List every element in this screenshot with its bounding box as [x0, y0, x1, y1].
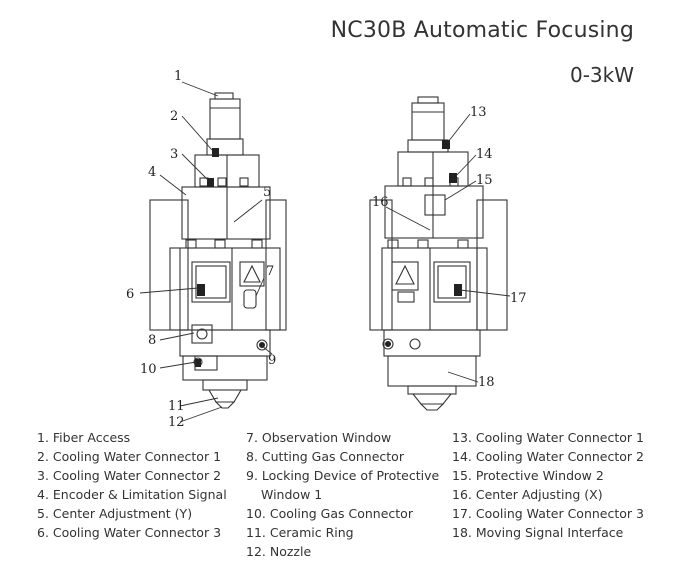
legend-item: 15. Protective Window 2 [452, 468, 604, 483]
focusing-head-drawings: 1 2 3 4 5 6 7 8 9 10 11 12 13 14 15 16 1… [126, 69, 527, 430]
callout-1: 1 [174, 69, 182, 84]
callout-8: 8 [148, 333, 156, 348]
power-range-subtitle: 0-3kW [569, 63, 634, 87]
callout-16: 16 [372, 195, 389, 210]
callout-13: 13 [470, 105, 487, 120]
legend-item: 1. Fiber Access [37, 430, 131, 445]
legend-item: 18. Moving Signal Interface [452, 525, 624, 540]
callout-17: 17 [510, 291, 527, 306]
legend-item: 7. Observation Window [246, 430, 392, 445]
legend-item: 10. Cooling Gas Connector [246, 506, 413, 521]
legend-column-1: 1. Fiber Access 2. Cooling Water Connect… [37, 428, 227, 542]
callout-12: 12 [168, 415, 185, 430]
legend-column-2: 7. Observation Window 8. Cutting Gas Con… [246, 428, 439, 561]
legend-item: 11. Ceramic Ring [246, 525, 354, 540]
legend-item: 8. Cutting Gas Connector [246, 449, 404, 464]
legend-item-continuation: Window 1 [261, 487, 323, 502]
callout-6: 6 [126, 287, 134, 302]
callout-18: 18 [478, 375, 495, 390]
legend-item: 16. Center Adjusting (X) [452, 487, 603, 502]
legend-item: 13. Cooling Water Connector 1 [452, 430, 644, 445]
legend-item: 12. Nozzle [246, 544, 312, 559]
callout-11: 11 [168, 399, 185, 414]
left-view-drawing [149, 92, 287, 409]
legend-item: 9. Locking Device of Protective [246, 468, 440, 483]
legend-column-3: 13. Cooling Water Connector 1 14. Coolin… [452, 428, 644, 542]
legend-item: 17. Cooling Water Connector 3 [452, 506, 644, 521]
callout-2: 2 [170, 109, 178, 124]
callout-3: 3 [170, 147, 178, 162]
callout-5: 5 [263, 185, 271, 200]
legend-item: 3. Cooling Water Connector 2 [37, 468, 222, 483]
callout-14: 14 [476, 147, 493, 162]
callout-7: 7 [266, 264, 274, 279]
right-view-drawing [369, 96, 508, 411]
diagram-title: NC30B Automatic Focusing [330, 18, 634, 43]
legend-item: 4. Encoder & Limitation Signal [37, 487, 227, 502]
callout-9: 9 [268, 353, 276, 368]
callout-4: 4 [148, 165, 156, 180]
callout-15: 15 [476, 173, 493, 188]
legend-item: 2. Cooling Water Connector 1 [37, 449, 222, 464]
legend-item: 14. Cooling Water Connector 2 [452, 449, 644, 464]
callout-10: 10 [140, 362, 157, 377]
legend-item: 5. Center Adjustment (Y) [37, 506, 193, 521]
legend-item: 6. Cooling Water Connector 3 [37, 525, 222, 540]
